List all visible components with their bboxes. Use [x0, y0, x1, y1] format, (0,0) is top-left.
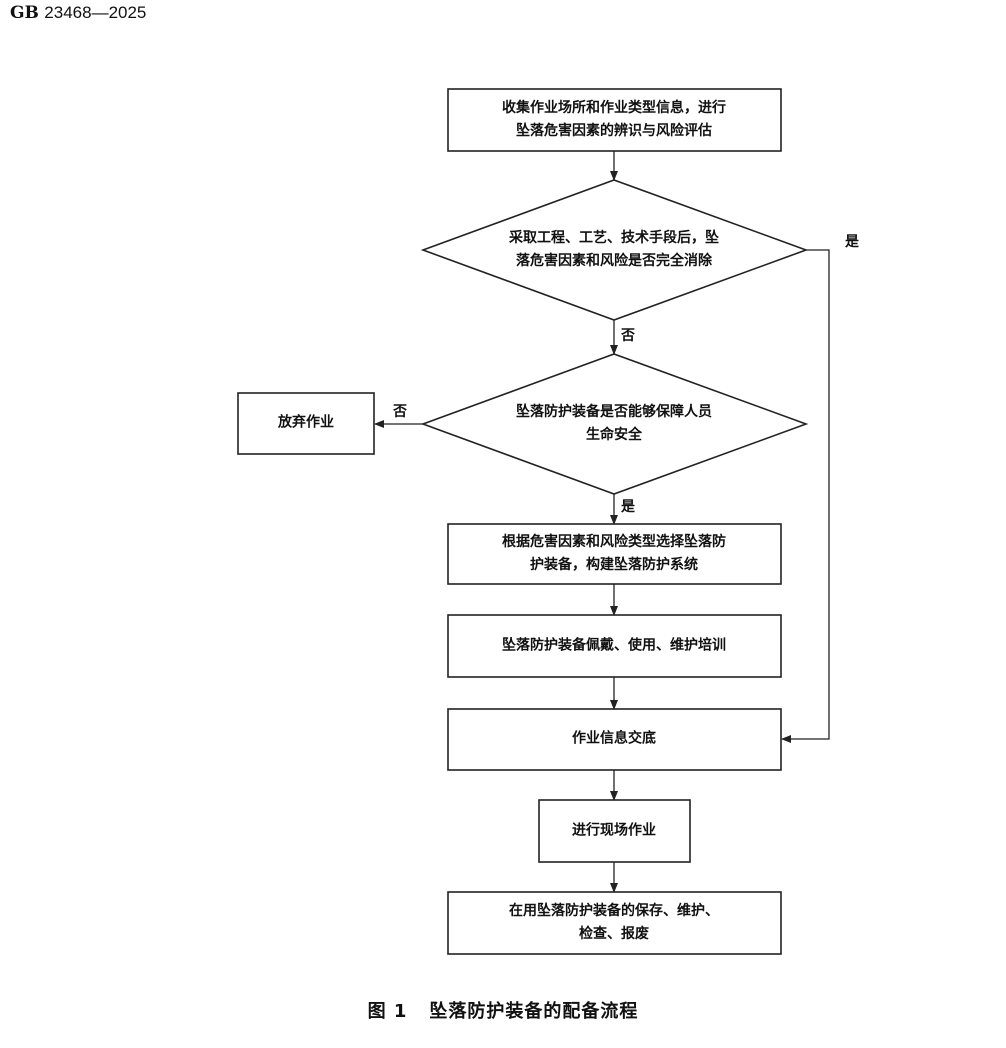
standard-code: GB — [10, 3, 39, 23]
collect-info-line: 坠落危害因素的辨识与风险评估 — [516, 123, 712, 139]
abandon-line: 放弃作业 — [278, 414, 334, 431]
select-equipment-line: 根据危害因素和风险类型选择坠落防 — [502, 534, 726, 550]
edge-label-equipment-no: 否 — [393, 404, 407, 420]
arrow-eliminated-yes — [781, 249, 830, 743]
site-work-box — [538, 799, 691, 863]
standard-number: 23468—2025 — [44, 3, 147, 22]
edge-label-eliminated-yes: 是 — [845, 234, 859, 250]
briefing-text: 作业信息交底 — [572, 728, 656, 751]
collect-info-text: 收集作业场所和作业类型信息，进行 坠落危害因素的辨识与风险评估 — [502, 97, 726, 143]
decision-equipment-line: 坠落防护装备是否能够保障人员 — [516, 404, 712, 420]
figure-number: 图 1 — [367, 1001, 408, 1022]
decision-equipment-text: 坠落防护装备是否能够保障人员 生命安全 — [516, 401, 712, 447]
storage-line: 检查、报废 — [579, 926, 649, 942]
decision-eliminated-text: 采取工程、工艺、技术手段后，坠 落危害因素和风险是否完全消除 — [509, 227, 719, 273]
edge-label-eliminated-no: 否 — [621, 328, 635, 344]
storage-text: 在用坠落防护装备的保存、维护、 检查、报废 — [509, 900, 719, 946]
training-text: 坠落防护装备佩戴、使用、维护培训 — [502, 635, 726, 658]
document-header: GB 23468—2025 — [10, 3, 146, 23]
select-equipment-text: 根据危害因素和风险类型选择坠落防 护装备，构建坠落防护系统 — [502, 531, 726, 577]
decision-eliminated-line: 采取工程、工艺、技术手段后，坠 — [509, 230, 719, 246]
collect-info-box — [447, 88, 782, 152]
abandon-box — [237, 392, 375, 455]
storage-box — [447, 891, 782, 955]
decision-eliminated-line: 落危害因素和风险是否完全消除 — [516, 253, 712, 269]
figure-title: 坠落防护装备的配备流程 — [429, 1001, 639, 1022]
site-work-text: 进行现场作业 — [572, 820, 656, 843]
briefing-line: 作业信息交底 — [572, 730, 656, 747]
training-line: 坠落防护装备佩戴、使用、维护培训 — [502, 637, 726, 654]
edge-label-equipment-yes: 是 — [621, 499, 635, 515]
select-equipment-line: 护装备，构建坠落防护系统 — [530, 557, 698, 573]
decision-equipment-line: 生命安全 — [586, 427, 642, 443]
abandon-text: 放弃作业 — [278, 412, 334, 435]
site-work-line: 进行现场作业 — [572, 822, 656, 839]
figure-caption: 图 1 坠落防护装备的配备流程 — [0, 997, 1006, 1023]
storage-line: 在用坠落防护装备的保存、维护、 — [509, 903, 719, 919]
collect-info-line: 收集作业场所和作业类型信息，进行 — [502, 100, 726, 116]
